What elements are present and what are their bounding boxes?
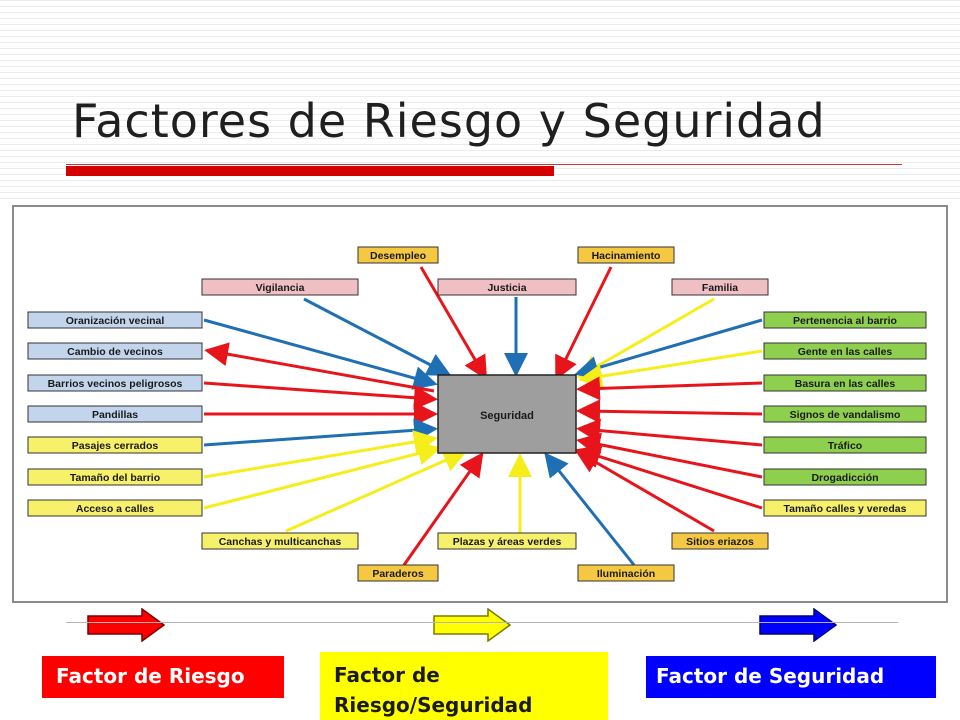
node-box-hacinamiento	[577, 246, 675, 264]
arrow-gente	[578, 349, 763, 389]
node-box-tamano-barrio	[27, 468, 203, 486]
legend-arrow-blue-icon	[759, 608, 838, 642]
node-tamano-barrio: Tamaño del barrio	[70, 472, 160, 484]
node-box-drogadiccion	[763, 468, 927, 486]
node-canchas: Canchas y multicanchas	[219, 536, 342, 548]
node-drogadiccion: Drogadicción	[811, 472, 878, 484]
arrow-vigilancia	[303, 297, 452, 376]
arrow-barrios	[203, 381, 438, 410]
node-tamano-calles: Tamaño calles y veredas	[784, 503, 907, 515]
node-box-pandillas	[27, 405, 203, 423]
title-accent-bar	[66, 166, 554, 176]
node-box-acceso	[27, 499, 203, 517]
node-box-trafico	[763, 436, 927, 454]
node-familia: Familia	[702, 282, 738, 294]
slide-title: Factores de Riesgo y Seguridad	[72, 94, 826, 148]
node-box-sitios	[671, 532, 769, 550]
arrow-cambio	[204, 342, 435, 393]
node-box-vigilancia	[201, 278, 359, 296]
node-box-canchas	[201, 532, 359, 550]
node-justicia: Justicia	[487, 282, 526, 294]
arrow-basura	[576, 376, 763, 401]
node-box-basura	[763, 374, 927, 392]
title-underline	[66, 164, 902, 165]
node-cambio: Cambio de vecinos	[67, 346, 163, 358]
node-box-pertenencia	[763, 311, 927, 329]
node-trafico: Tráfico	[828, 440, 862, 452]
arrow-paraderos	[402, 452, 484, 566]
node-oranizacion: Oranización vecinal	[66, 315, 165, 327]
factors-diagram: Seguridad Desempleo Hacinamiento Vigilan…	[27, 246, 927, 582]
arrow-drogadiccion	[576, 432, 763, 479]
node-pasajes: Pasajes cerrados	[72, 440, 159, 452]
arrow-hacinamiento	[555, 266, 613, 381]
arrow-pasajes	[203, 418, 438, 447]
node-box-plazas	[437, 532, 577, 550]
node-barrios: Barrios vecinos peligrosos	[48, 378, 183, 390]
node-basura: Basura en las calles	[795, 378, 896, 390]
arrow-signos	[576, 399, 763, 424]
node-box-justicia	[437, 278, 577, 296]
arrow-familia	[576, 297, 715, 378]
node-box-familia	[671, 278, 769, 296]
arrow-acceso	[203, 441, 442, 510]
node-pandillas: Pandillas	[92, 409, 138, 421]
node-box-gente	[763, 342, 927, 360]
node-box-iluminacion	[577, 564, 675, 582]
node-iluminacion: Iluminación	[597, 568, 655, 580]
bottom-rule	[66, 622, 898, 623]
node-sitios: Sitios eriazos	[686, 536, 754, 548]
node-box-cambio	[27, 342, 203, 360]
node-acceso: Acceso a calles	[76, 503, 154, 515]
legend-risk: Factor de Riesgo	[42, 656, 284, 698]
arrow-iluminacion	[544, 452, 636, 566]
arrow-tamano-barrio	[203, 430, 438, 479]
center-box	[437, 374, 577, 454]
node-gente: Gente en las calles	[798, 346, 893, 358]
center-label: Seguridad	[480, 410, 534, 422]
node-box-barrios	[27, 374, 203, 392]
node-pertenencia: Pertenencia al barrio	[793, 315, 897, 327]
arrow-pertenencia	[574, 318, 763, 380]
node-vigilancia: Vigilancia	[256, 282, 305, 294]
node-box-pasajes	[27, 436, 203, 454]
node-signos: Signos de vandalismo	[790, 409, 901, 421]
legend-security: Factor de Seguridad	[646, 656, 936, 698]
arrow-desempleo	[419, 266, 488, 381]
diagram-frame: Seguridad Desempleo Hacinamiento Vigilan…	[12, 205, 948, 603]
node-box-oranizacion	[27, 311, 203, 329]
arrow-tamano-calles	[576, 444, 763, 510]
node-box-desempleo	[357, 246, 439, 264]
arrow-canchas	[285, 449, 468, 533]
node-hacinamiento: Hacinamiento	[592, 250, 661, 262]
legend-mixed: Factor de Riesgo/Seguridad	[320, 652, 608, 720]
arrow-oranizacion	[203, 318, 438, 390]
node-box-signos	[763, 405, 927, 423]
arrow-trafico	[576, 418, 763, 447]
legend-arrow-yellow-icon	[433, 608, 512, 642]
node-box-tamano-calles	[763, 499, 927, 517]
node-plazas: Plazas y áreas verdes	[453, 536, 562, 548]
node-box-paraderos	[357, 564, 439, 582]
legend-arrow-red-icon	[87, 608, 166, 642]
node-paraderos: Paraderos	[372, 568, 424, 580]
node-desempleo: Desempleo	[370, 250, 426, 262]
